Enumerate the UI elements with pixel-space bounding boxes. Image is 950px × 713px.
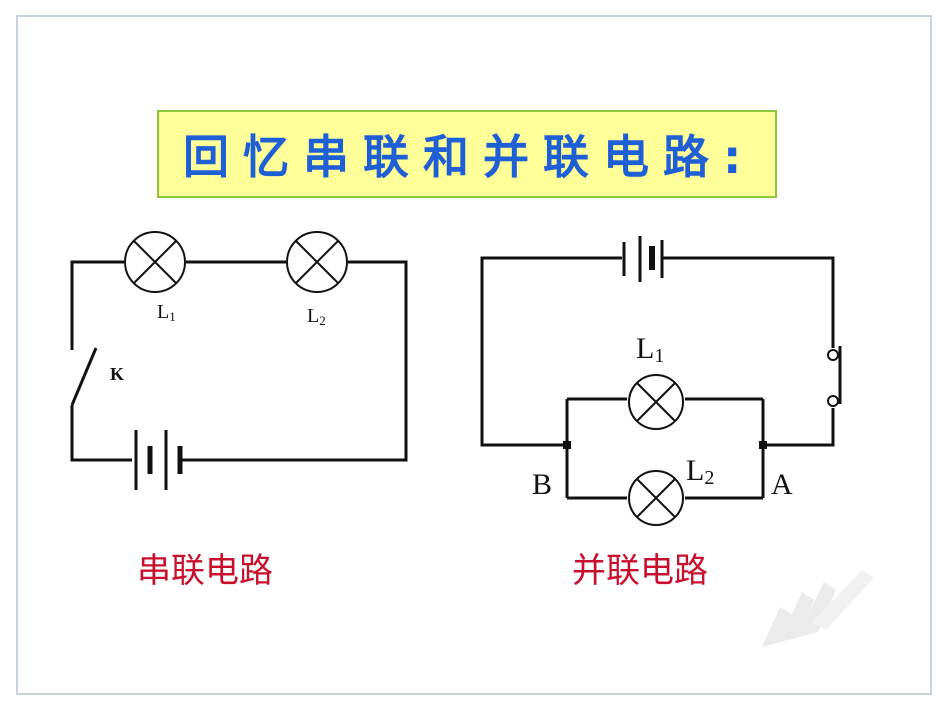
series-switch xyxy=(70,347,98,406)
title-box: 回忆串联和并联电路: xyxy=(157,110,777,198)
series-wire-bottom-left xyxy=(70,405,132,462)
parallel-lamp-2-label: L2 xyxy=(686,454,714,489)
series-battery xyxy=(134,430,183,490)
node-a-label: A xyxy=(771,468,793,501)
series-lamp-1-label: L1 xyxy=(157,301,176,324)
slide-title: 回忆串联和并联电路: xyxy=(183,130,756,184)
series-wire-right xyxy=(182,260,408,462)
series-caption: 串联电路 xyxy=(137,551,273,591)
node-b-label: B xyxy=(532,468,552,501)
parallel-wire-top-right xyxy=(662,256,835,348)
node-a-dot xyxy=(759,441,767,449)
parallel-lamp-1 xyxy=(628,374,684,430)
parallel-caption: 并联电路 xyxy=(572,551,708,591)
series-switch-label: K xyxy=(110,364,124,384)
parallel-switch xyxy=(827,346,842,407)
series-lamp-1 xyxy=(124,231,186,293)
series-wire-top-left xyxy=(70,260,124,350)
parallel-battery xyxy=(622,236,664,282)
parallel-wire-right-lower xyxy=(763,408,835,447)
series-circuit: L1 L2 K xyxy=(70,231,408,490)
node-b-dot xyxy=(563,441,571,449)
series-lamp-2-label: L2 xyxy=(307,305,326,328)
parallel-lamp-2 xyxy=(628,470,684,526)
series-lamp-2 xyxy=(286,231,348,293)
parallel-wire-top xyxy=(480,256,622,447)
parallel-lamp-1-label: L1 xyxy=(636,332,664,367)
watermark-logo xyxy=(762,570,874,647)
parallel-circuit: L1 L2 B A xyxy=(480,236,842,526)
